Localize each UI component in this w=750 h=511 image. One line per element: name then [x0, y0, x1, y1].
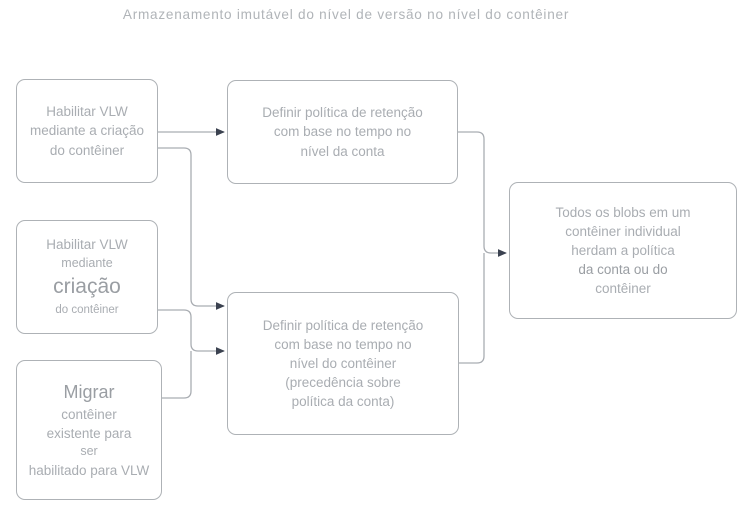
node-line: contêiner individual — [565, 223, 681, 239]
node-line: habilitado para VLW — [28, 463, 150, 479]
node-line: do contêiner — [55, 304, 119, 317]
node-line: contêiner — [595, 281, 651, 297]
node-line: mediante — [61, 255, 113, 270]
node-line: Habilitar VLW — [46, 104, 128, 120]
node-line: do contêiner — [49, 142, 125, 158]
connector-container-policy-to-blobs-inherit — [459, 253, 485, 364]
node-migrate-existing-container[interactable]: Migrar contêiner existente para ser habi… — [16, 360, 162, 500]
node-blobs-inherit-policy[interactable]: Todos os blobs em um contêiner individua… — [509, 182, 737, 319]
page-title: Armazenamento imutável do nível de versã… — [122, 7, 570, 22]
node-line: Definir política de retenção — [262, 105, 423, 121]
connector-account-policy-to-blobs-inherit — [458, 131, 507, 258]
connector-enable-creation-to-container-policy — [158, 309, 225, 356]
node-line-emphasis: Migrar — [63, 381, 115, 402]
connector-enable-create-to-container-policy — [158, 147, 225, 311]
node-container-level-retention-policy[interactable]: Definir política de retenção com base no… — [227, 292, 459, 435]
node-line-emphasis: criação — [53, 275, 121, 299]
node-line: Todos os blobs em um — [555, 204, 691, 220]
node-line: herdam a política — [571, 242, 675, 258]
node-line: nível da conta — [300, 143, 385, 159]
node-account-level-retention-policy[interactable]: Definir política de retenção com base no… — [227, 80, 458, 184]
node-line: (precedência sobre — [285, 375, 401, 391]
node-enable-vlw-creation[interactable]: Habilitar VLW mediante criação do contêi… — [16, 220, 158, 334]
node-line: política da conta) — [291, 394, 395, 410]
node-line-emphasis: da conta ou do — [578, 262, 668, 278]
node-line: mediante a criação — [29, 123, 145, 139]
node-line: com base no tempo no — [273, 124, 412, 140]
connector-migrate-to-container-policy — [162, 351, 192, 399]
node-line: Habilitar VLW — [46, 237, 128, 253]
node-line: Definir política de retenção — [262, 317, 424, 333]
node-line: contêiner — [61, 407, 117, 423]
node-line: com base no tempo no — [274, 336, 412, 352]
node-enable-vlw-on-container-creation[interactable]: Habilitar VLW mediante a criação do cont… — [16, 79, 158, 183]
node-line: ser — [80, 444, 98, 459]
node-line: nível do contêiner — [289, 355, 397, 371]
node-line: existente para — [46, 426, 132, 442]
